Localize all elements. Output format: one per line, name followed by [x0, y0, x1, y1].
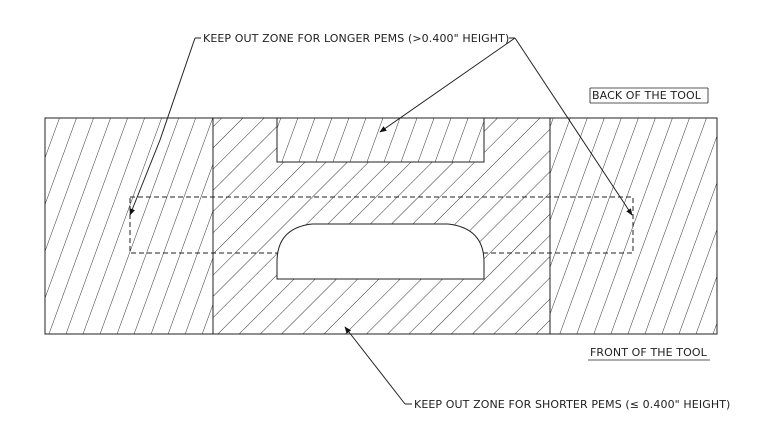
leader-longer-middle	[379, 37, 516, 133]
label-longer-pems: KEEP OUT ZONE FOR LONGER PEMS (>0.400" H…	[203, 32, 509, 45]
shorter-pems-pocket	[276, 223, 485, 280]
leader-longer-right	[514, 37, 633, 216]
leader-longer-left	[129, 37, 196, 216]
label-back-of-tool: BACK OF THE TOOL	[592, 89, 702, 102]
longer-pems-pocket	[276, 117, 485, 163]
label-shorter-pems: KEEP OUT ZONE FOR SHORTER PEMS (≤ 0.400"…	[414, 398, 730, 411]
leader-shorter	[344, 326, 406, 405]
label-front-of-tool: FRONT OF THE TOOL	[590, 346, 708, 359]
left-block	[44, 117, 214, 335]
